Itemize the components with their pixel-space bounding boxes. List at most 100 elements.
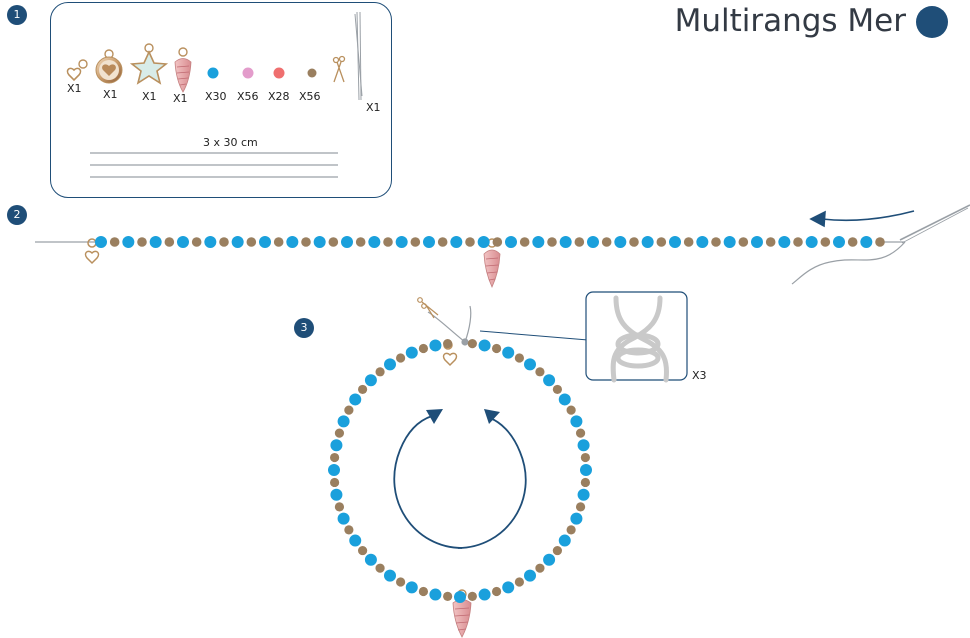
bead: [570, 415, 583, 428]
bead: [334, 428, 345, 438]
bead: [570, 512, 583, 525]
bead: [875, 237, 885, 247]
bead: [383, 358, 396, 371]
bead: [396, 577, 406, 587]
bead: [491, 343, 502, 354]
bead: [543, 374, 556, 387]
bead: [95, 236, 107, 248]
bead: [358, 545, 368, 556]
bead: [355, 237, 366, 247]
bead: [566, 405, 576, 415]
bead: [547, 237, 557, 247]
bead: [423, 236, 435, 248]
bead: [337, 415, 350, 428]
bead-ring: [328, 339, 592, 603]
bead: [629, 237, 639, 247]
bead: [532, 236, 545, 248]
blue-bead-qty: X30: [205, 90, 227, 103]
bead: [535, 563, 545, 573]
bead: [191, 237, 202, 247]
bead: [375, 367, 385, 377]
bead: [330, 452, 340, 463]
bead-strand: [95, 236, 885, 248]
step-badge-1: 1: [7, 5, 27, 25]
bead: [519, 237, 530, 247]
step2-arrow: [809, 210, 915, 228]
bead: [502, 581, 515, 594]
bead: [738, 237, 749, 247]
title-dot-icon: [916, 6, 948, 38]
bead: [330, 488, 343, 501]
bead: [467, 591, 477, 601]
bead: [574, 237, 585, 247]
bead: [477, 236, 490, 248]
bead: [341, 236, 353, 248]
bead: [109, 237, 120, 247]
arrow-head-right-icon: [484, 409, 500, 424]
bead: [478, 588, 491, 601]
bead: [328, 464, 340, 476]
bead: [330, 477, 340, 488]
needle-icon: [354, 11, 363, 101]
bead: [820, 237, 831, 247]
step2-wire: [35, 204, 970, 285]
knot-callout-line: [479, 330, 589, 341]
bead: [337, 512, 350, 525]
bead: [575, 502, 586, 512]
bead: [641, 236, 654, 248]
bead: [396, 353, 406, 363]
brown-bead-icon: [307, 68, 317, 78]
starfish-charm-qty: X1: [142, 90, 157, 103]
bead: [580, 477, 590, 488]
bead: [577, 439, 590, 452]
bead: [514, 353, 524, 363]
bead: [465, 237, 475, 247]
bead: [286, 236, 299, 248]
bead: [751, 236, 763, 248]
bead: [587, 236, 599, 248]
bead: [349, 534, 362, 547]
bead: [524, 358, 537, 371]
bead: [383, 237, 393, 247]
rotation-arrows: [393, 415, 527, 549]
brown-bead-qty: X56: [299, 90, 321, 103]
bead: [395, 236, 408, 248]
bead: [259, 236, 271, 248]
bead: [122, 236, 135, 248]
bead: [601, 237, 612, 247]
heart-charm-qty: X1: [67, 82, 82, 95]
step-badge-2: 2: [7, 205, 27, 225]
bead: [450, 236, 463, 248]
step-badge-3: 3: [294, 318, 314, 338]
bead: [349, 393, 362, 406]
bead: [429, 339, 442, 352]
bead: [580, 452, 590, 463]
page-title: Multirangs Mer: [674, 3, 906, 39]
bead: [443, 339, 453, 349]
bead: [231, 236, 244, 248]
bead: [405, 581, 418, 594]
starfish-charm-icon: [129, 43, 169, 85]
blue-bead-icon: [207, 67, 219, 79]
bead: [502, 346, 515, 359]
bead: [418, 586, 429, 597]
bead: [368, 236, 381, 248]
bead: [793, 237, 803, 247]
bead: [437, 237, 448, 247]
bead: [410, 237, 421, 247]
scissors-icon: [332, 55, 346, 83]
bead: [535, 367, 545, 377]
bead: [765, 237, 776, 247]
bead: [669, 236, 681, 248]
cord-length-label: 3 x 30 cm: [203, 136, 258, 149]
bead: [358, 384, 368, 395]
bead: [575, 428, 586, 438]
red-bead-qty: X28: [268, 90, 290, 103]
pink-bead-icon: [242, 67, 254, 79]
bead: [467, 339, 477, 349]
bead: [313, 236, 326, 248]
step3-thread-ends: [427, 305, 472, 346]
bead: [491, 586, 502, 597]
bead: [543, 553, 556, 566]
bead: [375, 563, 385, 573]
